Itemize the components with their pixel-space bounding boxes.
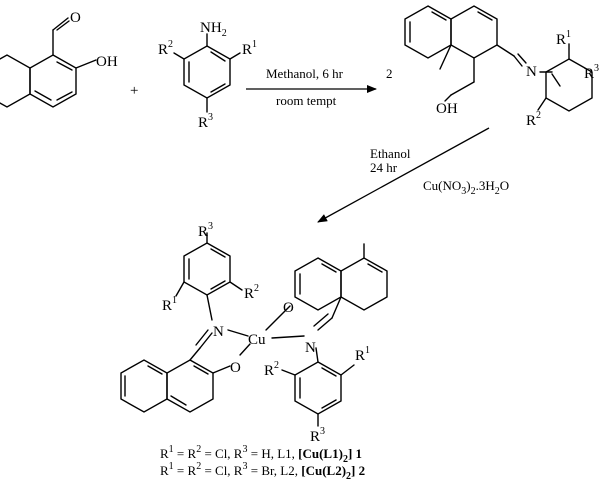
ligand-structure [404,5,593,112]
step1-conditions-top: Methanol, 6 hr [266,66,344,81]
complex-r1-upper: R1 [162,295,177,314]
aniline-amine-label: NH2 [200,20,227,39]
aldehyde-oxygen-label: O [70,10,81,26]
aldehyde-hydroxyl-label: OH [96,54,118,70]
caption-complex-1: R1 = R2 = Cl, R3 = H, L1, [Cu(L1)2] 1 [160,444,362,465]
complex-r2-lower: R2 [264,360,279,379]
complex-o-lower: O [230,360,241,376]
reaction-arrow-2 [317,127,490,223]
complex-r2-upper: R2 [244,283,259,302]
ligand-r3-label: R3 [584,63,599,82]
step2-solvent: Ethanol [370,146,411,161]
ligand-coefficient: 2 [386,66,393,81]
ligand-r1-label: R1 [556,29,571,48]
complex-r3-upper: R3 [198,221,213,240]
complex-metal-label: Cu [248,332,266,348]
aldehyde-structure [0,17,97,108]
complex-n-left: N [213,324,224,340]
ligand-r2-label: R2 [526,110,541,129]
aniline-r2-label: R2 [158,39,173,58]
caption-complex-2: R1 = R2 = Cl, R3 = Br, L2, [Cu(L2)2] 2 [160,461,365,479]
complex-r1-lower: R1 [355,345,370,364]
ligand-hydroxyl-label: OH [436,101,458,117]
aniline-r1-label: R1 [242,39,257,58]
plus-sign: + [130,83,138,99]
step2-time: 24 hr [370,160,398,175]
complex-o-upper: O [283,300,294,316]
step1-conditions-bottom: room tempt [276,93,337,108]
complex-structure [120,232,388,427]
aniline-r3-label: R3 [198,112,213,131]
ligand-imine-n-label: N [526,64,537,80]
complex-n-right: N [305,340,316,356]
step2-copper-salt: Cu(NO3)2.3H2O [423,178,509,197]
aniline-structure [173,33,241,113]
complex-r3-lower: R3 [310,426,325,445]
